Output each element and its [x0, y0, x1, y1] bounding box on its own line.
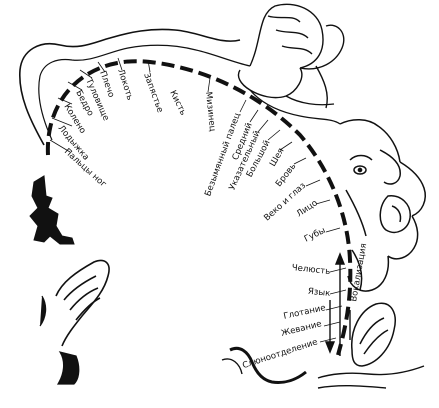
- label-jaw: Челюсть: [291, 263, 331, 277]
- label-wrist: Запястье: [141, 72, 165, 115]
- cortex-inner-fold-2: [221, 358, 243, 375]
- leader-lines: [49, 57, 347, 343]
- homunculus-tongue: [351, 302, 396, 367]
- cortex-arc-dashed: [45, 59, 353, 356]
- homunculus-leg-inner: [38, 44, 251, 141]
- label-little-finger: Мизинец: [203, 91, 217, 132]
- cortex-inner-fold: [229, 346, 307, 384]
- label-neck: Шея: [268, 147, 286, 169]
- homunculus-hand: [249, 89, 341, 125]
- label-tongue: Язык: [307, 287, 330, 299]
- corpus-callosum: [55, 259, 110, 347]
- label-hand: Кисть: [167, 89, 188, 117]
- label-elbow: Локоть: [115, 68, 134, 102]
- medial-sulci: [29, 175, 75, 245]
- label-salivation: Слюноотделение: [241, 337, 319, 371]
- homunculus-face: [339, 119, 426, 292]
- homunculus-leg-outline: [19, 28, 241, 146]
- vocalization-arrows: [324, 252, 351, 356]
- labels: Пальцы ног Лодыжка Колено Бедро Туловище…: [56, 68, 370, 371]
- label-face: Лицо: [295, 198, 320, 219]
- pharynx-outline: [317, 365, 425, 389]
- label-chewing: Жевание: [280, 319, 323, 339]
- label-lips: Губы: [303, 226, 328, 245]
- homunculus-foot: [237, 3, 345, 109]
- medial-lower-edge: [39, 295, 80, 385]
